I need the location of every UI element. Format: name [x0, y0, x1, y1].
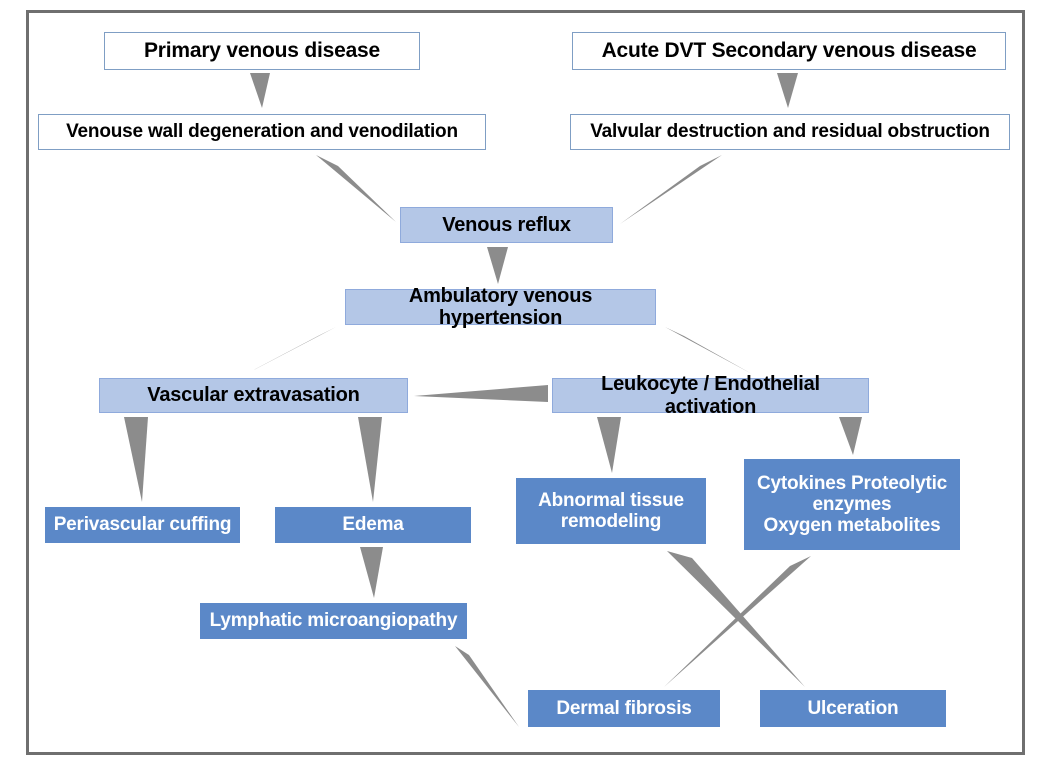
- node-label-acute_dvt: Acute DVT Secondary venous disease: [601, 39, 977, 63]
- node-lymphatic_microangiopathy[interactable]: Lymphatic microangiopathy: [200, 603, 467, 639]
- node-vascular_extravasation[interactable]: Vascular extravasation: [99, 378, 408, 413]
- node-label-ambulatory_venous_hypertension: Ambulatory venous hypertension: [408, 284, 593, 329]
- node-leukocyte_endothelial_activation[interactable]: Leukocyte / Endothelial activation: [552, 373, 869, 418]
- node-label-perivascular_cuffing: Perivascular cuffing: [53, 514, 232, 536]
- node-primary_venous_disease[interactable]: Primary venous disease: [104, 32, 420, 70]
- node-label-abnormal_tissue_remodeling: Abnormal tissue remodeling: [538, 489, 684, 532]
- node-label-dermal_fibrosis: Dermal fibrosis: [556, 697, 692, 719]
- node-venous_wall_degeneration[interactable]: Venouse wall degeneration and venodilati…: [38, 114, 486, 150]
- node-venous_reflux[interactable]: Venous reflux: [400, 207, 613, 243]
- node-label-valvular_destruction: Valvular destruction and residual obstru…: [590, 121, 990, 143]
- node-label-edema: Edema: [342, 514, 404, 536]
- node-valvular_destruction[interactable]: Valvular destruction and residual obstru…: [570, 114, 1010, 150]
- node-label-venous_wall_degeneration: Venouse wall degeneration and venodilati…: [66, 121, 458, 143]
- node-label-venous_reflux: Venous reflux: [442, 213, 571, 236]
- node-label-ulceration: Ulceration: [807, 697, 899, 719]
- node-edema[interactable]: Edema: [275, 507, 471, 543]
- node-abnormal_tissue_remodeling[interactable]: Abnormal tissue remodeling: [516, 478, 706, 544]
- node-perivascular_cuffing[interactable]: Perivascular cuffing: [45, 507, 240, 543]
- node-label-leukocyte_endothelial_activation: Leukocyte / Endothelial activation: [601, 373, 820, 418]
- node-acute_dvt[interactable]: Acute DVT Secondary venous disease: [572, 32, 1006, 70]
- node-cytokines_proteolytic[interactable]: Cytokines Proteolytic enzymes Oxygen met…: [744, 459, 960, 550]
- node-label-primary_venous_disease: Primary venous disease: [143, 39, 381, 63]
- node-dermal_fibrosis[interactable]: Dermal fibrosis: [528, 690, 720, 727]
- node-label-vascular_extravasation: Vascular extravasation: [147, 384, 360, 407]
- node-label-cytokines_proteolytic: Cytokines Proteolytic enzymes Oxygen met…: [756, 472, 948, 537]
- node-ulceration[interactable]: Ulceration: [760, 690, 946, 727]
- node-label-lymphatic_microangiopathy: Lymphatic microangiopathy: [209, 610, 458, 632]
- node-ambulatory_venous_hypertension[interactable]: Ambulatory venous hypertension: [345, 285, 656, 329]
